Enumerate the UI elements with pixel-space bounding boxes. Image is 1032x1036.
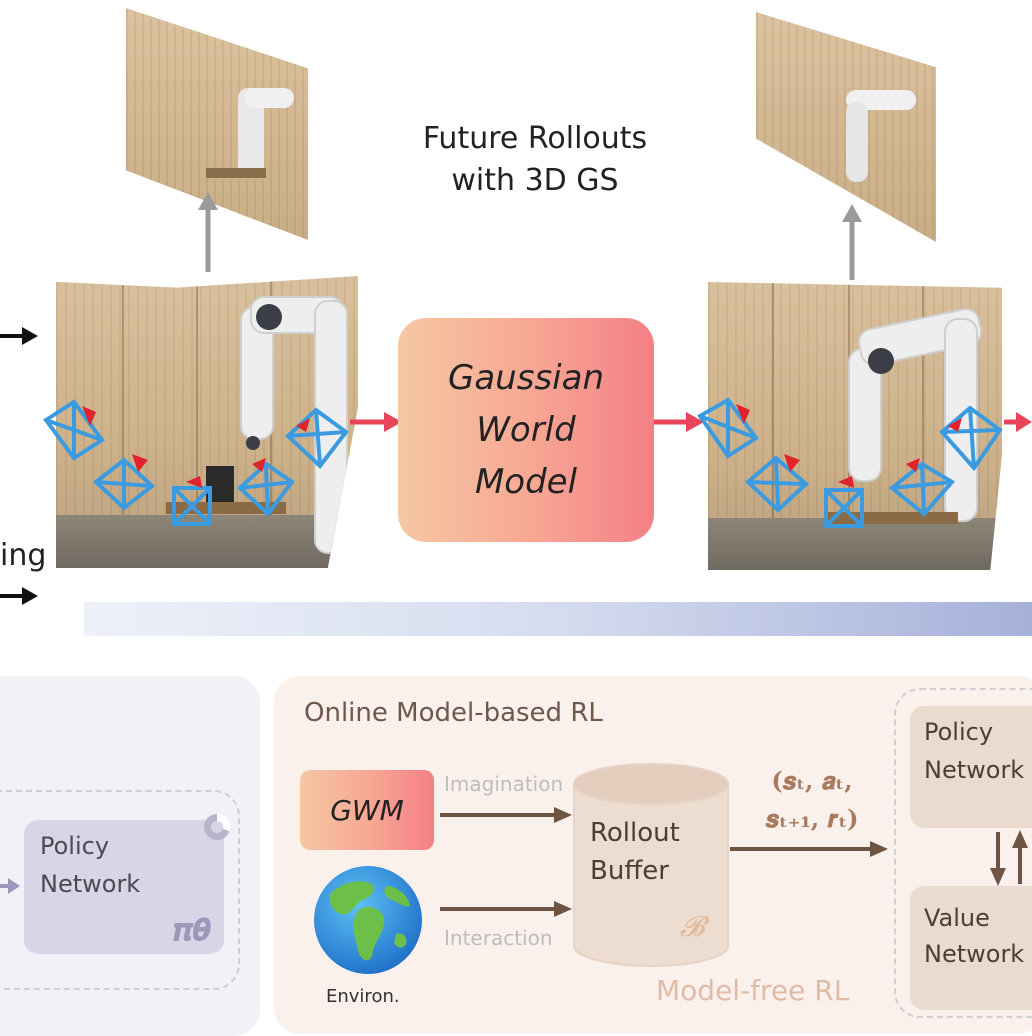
earth-globe-icon	[314, 866, 422, 974]
transition-tuple: (𝒔ₜ, 𝒂ₜ, 𝒔ₜ₊₁, 𝒓ₜ)	[765, 766, 859, 833]
policy-network-left-box: Policy Network 𝝅𝜽	[24, 814, 230, 954]
gwm-small-label: GWM	[330, 793, 404, 827]
arrow-out-right	[1004, 412, 1032, 432]
gwm-small-box: GWM	[300, 770, 434, 850]
camera-poses-right	[697, 397, 1003, 528]
policy-dashed-left	[0, 790, 240, 990]
input-arrow-top	[0, 327, 38, 345]
gwm-label-line2: World	[476, 410, 576, 450]
environ-label: Environ.	[326, 986, 400, 1007]
gwm-label-line1: Gaussian	[448, 358, 604, 398]
policy-value-arrows	[990, 830, 1028, 886]
up-arrow-1	[198, 192, 218, 272]
policy-network-right-box: Policy Network	[910, 706, 1032, 828]
buffer-symbol: 𝓑	[680, 910, 705, 943]
model-free-label: Model-free RL	[656, 974, 850, 1007]
imagination-arrow	[440, 807, 572, 823]
imagination-label: Imagination	[444, 772, 564, 796]
tuple-arrow	[730, 841, 888, 857]
gaussian-world-model-box: Gaussian World Model	[398, 318, 654, 542]
value-right-line2: Network	[924, 940, 1025, 968]
loading-ring-icon	[204, 814, 230, 840]
arrow-from-gwm	[652, 412, 704, 432]
pi-theta-symbol: 𝝅𝜽	[172, 913, 210, 948]
timeline-gradient-bar	[84, 602, 1032, 636]
partial-left-word: ing	[0, 538, 47, 573]
arrow-to-gwm	[350, 412, 402, 432]
camera-poses-left	[43, 399, 349, 526]
policy-right-line2: Network	[924, 756, 1025, 784]
rollout-buffer-cylinder	[573, 763, 729, 967]
policy-left-line2: Network	[40, 870, 141, 898]
model-free-dashed	[894, 688, 1032, 1018]
rollout-buffer-label: Rollout Buffer	[590, 818, 680, 886]
value-right-line1: Value	[924, 904, 990, 932]
gwm-label-line3: Model	[474, 462, 578, 502]
arrow-into-policy-left	[0, 878, 20, 894]
value-network-right-box: Value Network	[910, 886, 1032, 1010]
policy-left-line1: Policy	[40, 832, 110, 860]
input-arrow-bottom	[0, 587, 38, 605]
interaction-label: Interaction	[444, 926, 553, 950]
policy-right-line1: Policy	[924, 718, 994, 746]
future-rollouts-title: Future Rollouts with 3D GS	[422, 121, 648, 198]
mbrl-title: Online Model-based RL	[304, 698, 603, 728]
interaction-arrow	[440, 901, 572, 917]
up-arrow-2	[842, 204, 862, 280]
